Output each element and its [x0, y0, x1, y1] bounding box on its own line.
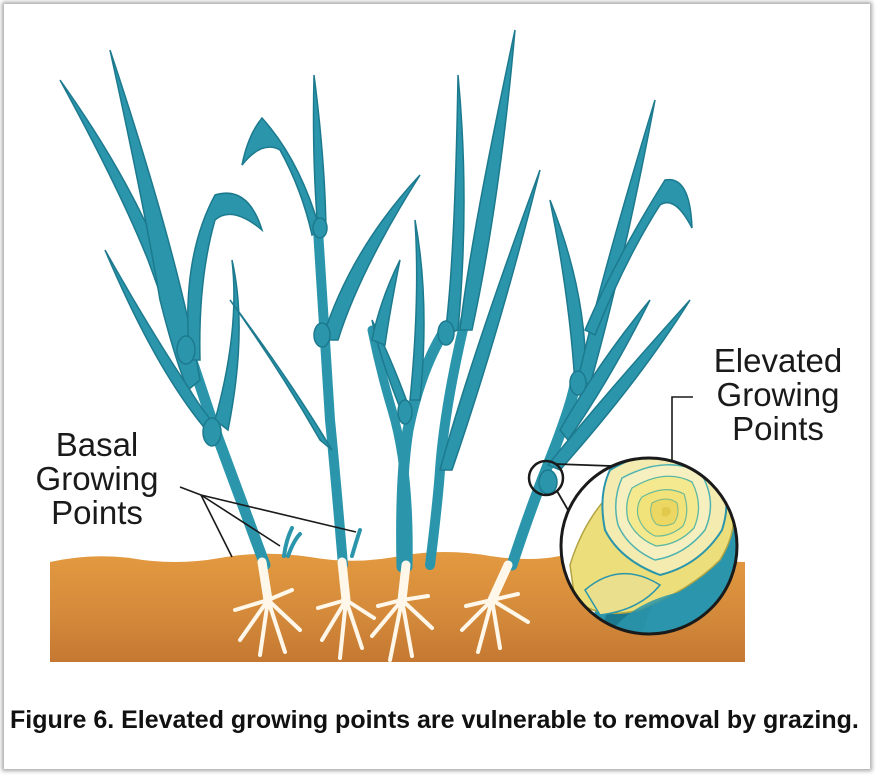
figure-caption: Figure 6. Elevated growing points are vu… — [10, 706, 870, 735]
grass-leaves — [60, 30, 692, 470]
basal-growing-points-label: Basal Growing Points — [12, 428, 182, 530]
grass-stems — [185, 230, 575, 567]
basal-label-line-1: Basal — [12, 428, 182, 462]
elevated-growing-points-label: Elevated Growing Points — [688, 344, 868, 446]
elevated-label-line-3: Points — [688, 412, 868, 446]
elevated-label-line-1: Elevated — [688, 344, 868, 378]
basal-label-line-2: Growing — [12, 462, 182, 496]
basal-growing-point-sprouts — [284, 528, 360, 556]
basal-label-line-3: Points — [12, 496, 182, 530]
basal-pointer-lines — [180, 487, 356, 557]
elevated-label-line-2: Growing — [688, 378, 868, 412]
